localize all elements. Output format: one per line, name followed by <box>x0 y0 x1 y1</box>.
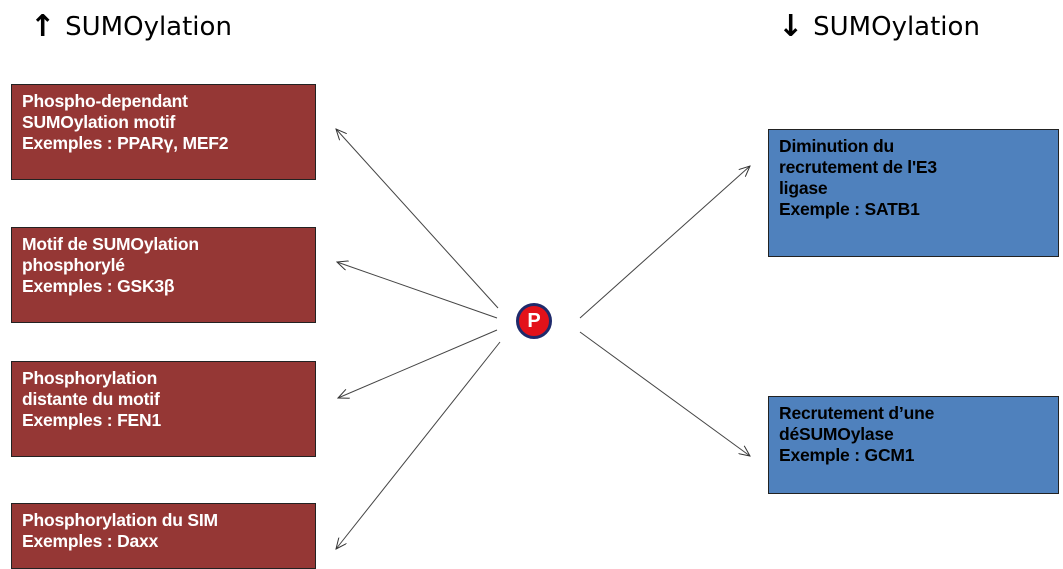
box-line: Exemples : PPARγ, MEF2 <box>22 133 229 153</box>
box-line: Phosphorylation du SIM <box>22 510 218 530</box>
phosphorylation-sim-box: Phosphorylation du SIM Exemples : Daxx <box>11 503 316 569</box>
arrow-to-phospho-dependant <box>336 129 499 309</box>
box-line: Exemples : FEN1 <box>22 410 161 430</box>
diminution-box: Diminution du recrutement de l'E3 ligase… <box>768 129 1059 257</box>
arrow-to-desumoylase <box>579 331 750 456</box>
box-line: Exemples : GSK3β <box>22 276 175 296</box>
box-line: déSUMOylase <box>779 424 894 444</box>
motif-phosphoryle-box: Motif de SUMOylation phosphorylé Exemple… <box>11 227 316 323</box>
up-arrow-icon: ↑ <box>30 9 56 44</box>
desumoylase-box: Recrutement d’une déSUMOylase Exemple : … <box>768 396 1059 494</box>
box-line: Exemple : GCM1 <box>779 445 915 465</box>
increase-heading: ↑ SUMOylation <box>30 9 232 44</box>
arrow-to-motif-phosphoryle <box>337 262 498 319</box>
box-line: recrutement de l'E3 <box>779 157 937 177</box>
box-line: Diminution du <box>779 136 895 156</box>
box-line: Recrutement d’une <box>779 403 935 423</box>
arrow-to-phosphorylation-sim <box>336 341 501 549</box>
phosphorylation-distante-box: Phosphorylation distante du motif Exempl… <box>11 361 316 457</box>
box-line: ligase <box>779 178 828 198</box>
arrow-to-diminution <box>579 166 750 319</box>
box-line: Exemple : SATB1 <box>779 199 920 219</box>
box-line: Exemples : Daxx <box>22 531 159 551</box>
down-arrow-icon: ↓ <box>778 9 804 44</box>
box-line: SUMOylation motif <box>22 112 176 132</box>
box-line: distante du motif <box>22 389 160 409</box>
box-line: Phosphorylation <box>22 368 158 388</box>
phospho-dependant-box: Phospho-dependant SUMOylation motif Exem… <box>11 84 316 180</box>
box-line: phosphorylé <box>22 255 125 275</box>
box-line: Motif de SUMOylation <box>22 234 199 254</box>
phosphate-p-icon: P <box>516 303 552 339</box>
decrease-heading-label: SUMOylation <box>813 12 980 42</box>
box-line: Phospho-dependant <box>22 91 188 111</box>
decrease-heading: ↓ SUMOylation <box>778 9 980 44</box>
increase-heading-label: SUMOylation <box>65 12 232 42</box>
arrow-to-phosphorylation-distante <box>338 329 498 398</box>
